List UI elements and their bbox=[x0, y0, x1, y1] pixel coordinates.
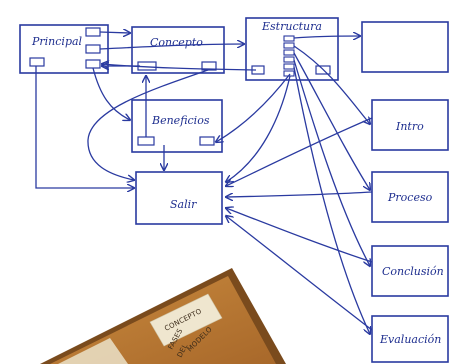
arrow-principal-beneficios bbox=[92, 67, 130, 120]
box-salir: Salir bbox=[135, 171, 223, 225]
arrow-principal-concepto bbox=[99, 32, 130, 33]
arrow-estructura-intro bbox=[293, 45, 370, 124]
box-intro-label: Intro bbox=[395, 120, 424, 133]
box-principal: Principal bbox=[19, 24, 109, 74]
arrow-conclusion-salir bbox=[226, 208, 373, 263]
box-concepto-label: Concepto bbox=[150, 36, 203, 49]
box-blank bbox=[361, 21, 449, 73]
box-conclusion-label: Conclusión bbox=[382, 265, 444, 278]
box-principal-label: Principal bbox=[31, 35, 83, 48]
box-evaluacion-label: Evaluación bbox=[379, 333, 441, 346]
sticky-note: CONCEPTO bbox=[149, 293, 223, 347]
connector-arrows bbox=[35, 32, 373, 334]
box-conclusion: Conclusión bbox=[371, 245, 449, 297]
arrow-estructura-proceso bbox=[293, 52, 370, 190]
arrow-principal-salir bbox=[35, 66, 134, 188]
arrow-concepto-salir bbox=[87, 69, 209, 180]
box-proceso: Proceso bbox=[371, 171, 449, 223]
box-proceso-label: Proceso bbox=[387, 191, 433, 204]
arrow-evaluacion-salir bbox=[226, 216, 373, 331]
box-beneficios-label: Beneficios bbox=[151, 114, 210, 127]
arrow-estructura-evaluacion bbox=[293, 66, 370, 334]
box-estructura: Estructura bbox=[245, 17, 339, 81]
box-evaluacion: Evaluación bbox=[371, 315, 449, 363]
arrow-estructura-conclusion bbox=[293, 59, 370, 266]
arrow-intro-salir bbox=[226, 117, 373, 186]
box-estructura-label: Estructura bbox=[261, 20, 322, 33]
box-salir-label: Salir bbox=[170, 198, 197, 211]
arrow-estructura-beneficios bbox=[216, 73, 291, 142]
arrow-estructura-salir bbox=[226, 75, 291, 182]
arrow-estructura-principal bbox=[102, 64, 257, 71]
arrow-proceso-salir bbox=[226, 191, 373, 197]
corkboard-photo: CONCEPTO FASES DEL MODELO bbox=[40, 268, 286, 364]
arrow-estructura-blank bbox=[293, 36, 360, 38]
box-intro: Intro bbox=[371, 99, 449, 151]
arrow-principal-estructura bbox=[99, 44, 244, 50]
